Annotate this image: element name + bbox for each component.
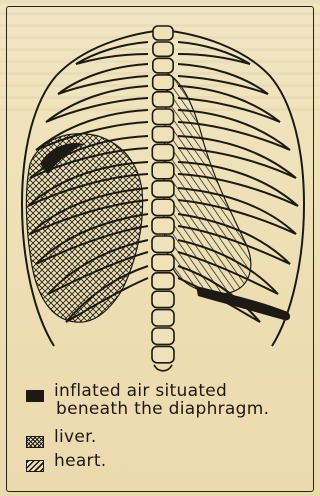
vertebra <box>153 109 174 125</box>
legend-item-inflated-air: inflated air situated beneath the diaphr… <box>26 382 269 418</box>
vertebra <box>152 346 174 362</box>
rib-cage-figure <box>18 24 308 374</box>
vertebra <box>153 42 173 56</box>
legend-label-line2: beneath the diaphragm. <box>54 400 269 418</box>
legend-label: inflated air situated beneath the diaphr… <box>54 382 269 418</box>
vertebra <box>153 58 173 73</box>
vertebra <box>152 144 173 160</box>
vertebra <box>152 328 174 344</box>
vertebra <box>152 254 174 270</box>
solid-black-swatch-icon <box>26 390 44 402</box>
vertebra <box>152 162 174 178</box>
legend-item-heart: heart. <box>26 452 107 472</box>
legend-label: liver. <box>54 428 97 446</box>
vertebra <box>153 92 174 107</box>
legend-label: heart. <box>54 452 107 470</box>
vertebra <box>152 310 174 326</box>
legend-label-line1: inflated air situated <box>54 381 227 401</box>
vertebra <box>153 26 173 40</box>
cross-hatched-swatch-icon <box>26 436 44 448</box>
vertebra <box>152 218 174 234</box>
vertebra <box>152 236 174 252</box>
vertebra <box>152 291 174 307</box>
vertebra <box>152 273 174 289</box>
legend-item-liver: liver. <box>26 428 97 448</box>
vertebra <box>152 127 173 143</box>
diagonal-hatched-swatch-icon <box>26 460 44 472</box>
spine-base <box>154 365 172 371</box>
vertebra <box>152 181 174 197</box>
vertebra <box>152 199 174 215</box>
rib-cage-illustration <box>18 24 308 374</box>
vertebra <box>153 75 174 90</box>
